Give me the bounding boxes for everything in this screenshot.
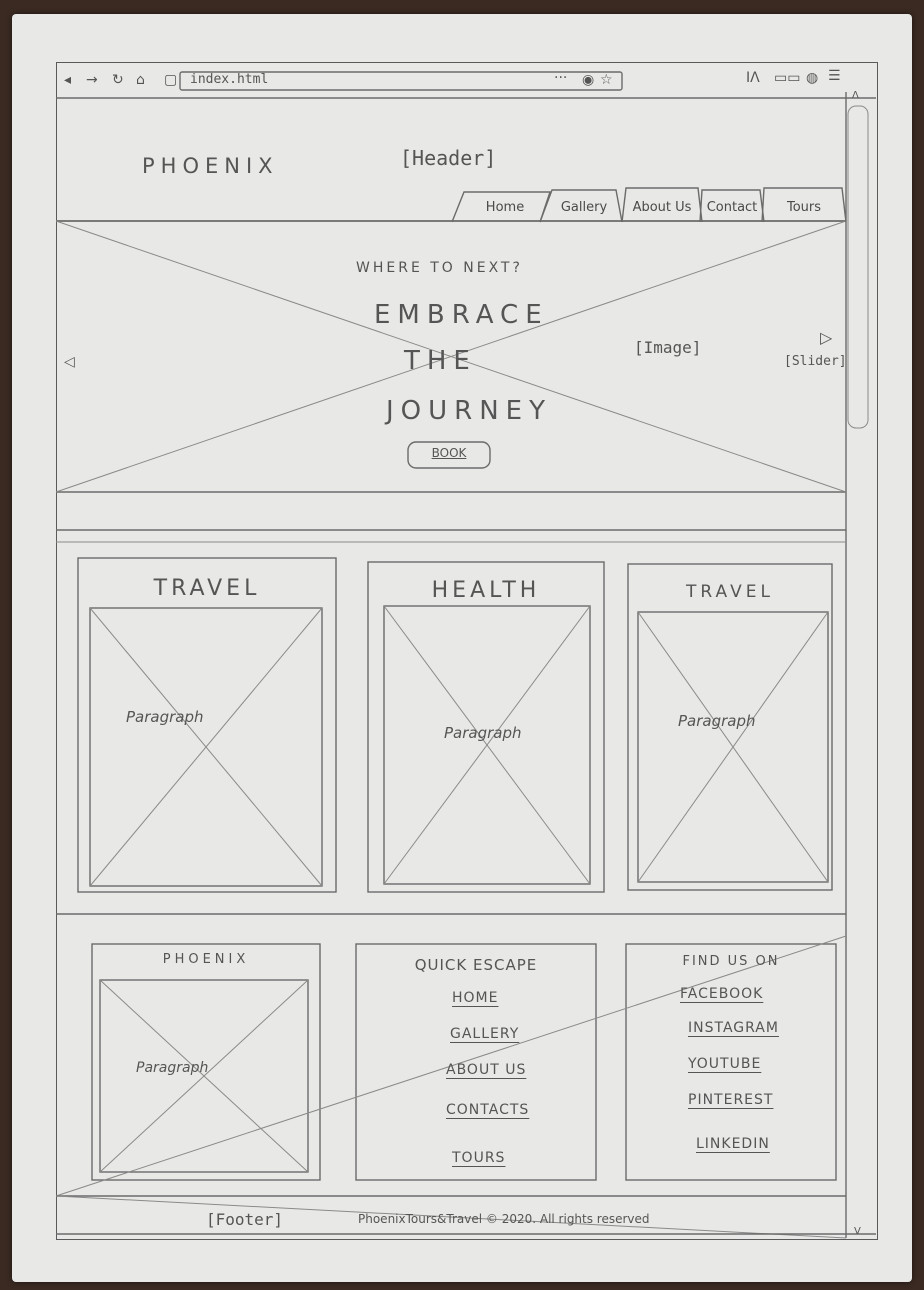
social-link-facebook[interactable]: FACEBOOK	[680, 986, 764, 1002]
footer-about-paragraph: Paragraph	[136, 1060, 209, 1076]
tab-gallery[interactable]: Gallery	[550, 190, 618, 224]
home-icon[interactable]: ⌂	[136, 72, 145, 88]
social-link-youtube[interactable]: YOUTUBE	[688, 1056, 762, 1072]
back-icon[interactable]: ◂	[64, 72, 72, 88]
book-button[interactable]: BOOK	[431, 446, 467, 460]
hero-line-2: THE	[404, 346, 477, 376]
menu-icon[interactable]: ☰	[828, 68, 841, 84]
header-annotation: [Header]	[400, 146, 497, 170]
scroll-up-button[interactable]: Λ	[852, 90, 859, 101]
quick-link-home[interactable]: HOME	[452, 990, 499, 1006]
quick-link-tours[interactable]: TOURS	[452, 1150, 506, 1166]
quick-link-gallery[interactable]: GALLERY	[450, 1026, 520, 1042]
bookmark-star-icon[interactable]: ☆	[600, 72, 613, 88]
page-actions-icon[interactable]: ···	[554, 70, 568, 86]
card-1-title: TRAVEL	[153, 576, 261, 601]
slider-prev-icon[interactable]: ◁	[64, 354, 75, 370]
social-link-linkedin[interactable]: LINKEDIN	[696, 1136, 770, 1152]
pocket-icon[interactable]: ◉	[582, 72, 595, 88]
slider-annotation: [Slider]	[784, 354, 847, 369]
tab-about-us-label: About Us	[632, 199, 692, 215]
hero-line-3: JOURNEY	[386, 396, 552, 426]
site-logo[interactable]: PHOENIX	[142, 154, 279, 178]
tab-contact-label: Contact	[706, 199, 758, 215]
wireframe-lines	[55, 71, 876, 1239]
card-3-title: TRAVEL	[686, 582, 774, 602]
library-icon[interactable]: IΛ	[746, 70, 760, 86]
quick-link-about-us[interactable]: ABOUT US	[446, 1062, 527, 1078]
quick-escape-title: QUICK ESCAPE	[414, 956, 538, 974]
tab-tours[interactable]: Tours	[764, 190, 844, 224]
reload-icon[interactable]: ↻	[112, 72, 124, 88]
tab-contact[interactable]: Contact	[702, 190, 762, 224]
tab-gallery-label: Gallery	[560, 199, 608, 215]
image-annotation: [Image]	[634, 338, 702, 357]
card-2-title: HEALTH	[431, 578, 541, 603]
account-icon[interactable]: ◍	[806, 70, 819, 86]
card-3-paragraph: Paragraph	[678, 712, 756, 730]
social-link-pinterest[interactable]: PINTEREST	[688, 1092, 774, 1108]
find-us-title: FIND US ON	[682, 954, 780, 969]
tab-tours-label: Tours	[786, 199, 822, 215]
card-1-paragraph: Paragraph	[126, 708, 204, 726]
lock-icon: ▢	[164, 72, 178, 88]
quick-link-contacts[interactable]: CONTACTS	[446, 1102, 530, 1118]
footer-about-title: PHOENIX	[162, 952, 250, 967]
forward-icon[interactable]: →	[86, 72, 98, 88]
card-2-paragraph: Paragraph	[444, 724, 522, 742]
hero-line-1: EMBRACE	[374, 300, 549, 330]
sidebar-icon[interactable]: ▭▭	[774, 70, 801, 86]
tab-about-us[interactable]: About Us	[624, 190, 700, 224]
scroll-down-button[interactable]: V	[854, 1226, 861, 1237]
url-field[interactable]: index.html	[190, 72, 269, 87]
hero-kicker: WHERE TO NEXT?	[356, 260, 523, 276]
tab-home-label: Home	[485, 199, 525, 215]
browser-window	[56, 62, 878, 1240]
tab-home[interactable]: Home	[462, 190, 548, 224]
slider-next-icon[interactable]: ▷	[820, 328, 833, 347]
paper-sheet: ◂ → ↻ ⌂ ▢ index.html ··· ◉ ☆ IΛ ▭▭ ◍ ☰ Λ…	[12, 14, 912, 1282]
footer-annotation: [Footer]	[206, 1210, 284, 1229]
copyright-text: PhoenixTours&Travel © 2020. All rights r…	[358, 1212, 650, 1226]
social-link-instagram[interactable]: INSTAGRAM	[688, 1020, 779, 1036]
